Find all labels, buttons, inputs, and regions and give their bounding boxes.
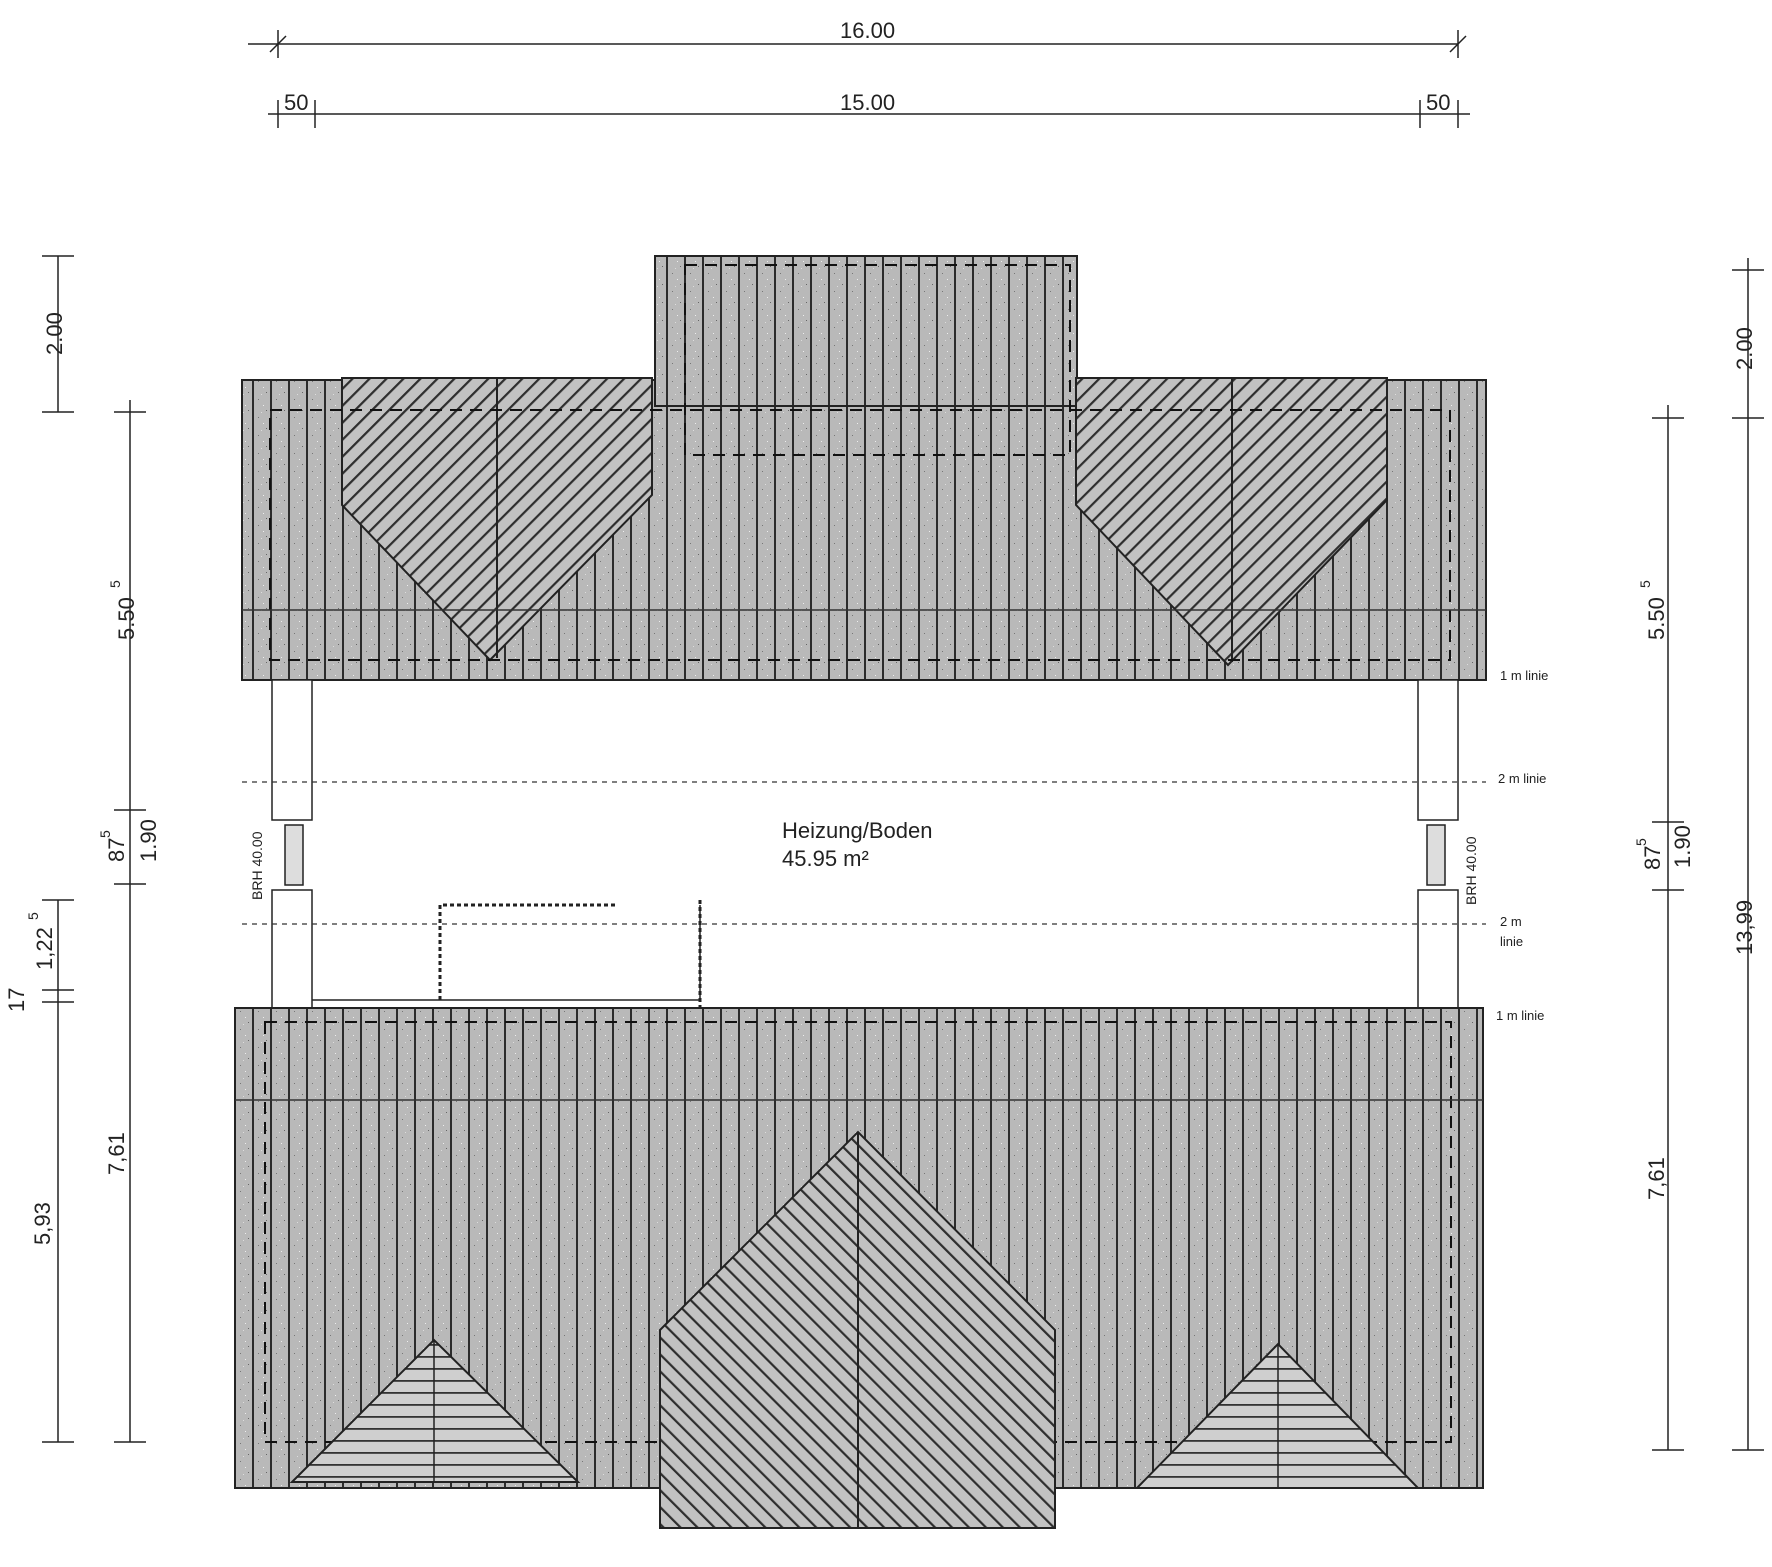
left-dim-17: 17 xyxy=(4,988,29,1012)
left-small-gable xyxy=(289,1338,581,1483)
left-dim-875-sup: 5 xyxy=(97,830,113,838)
room-name: Heizung/Boden xyxy=(782,818,932,843)
left-dimensions xyxy=(42,255,146,1443)
top-dimensions xyxy=(248,30,1470,128)
upper-1m-line-label: 1 m linie xyxy=(1500,668,1548,683)
lower-1m-line-label: 1 m linie xyxy=(1496,1008,1544,1023)
right-dim-761: 7,61 xyxy=(1644,1157,1669,1200)
lower-roof xyxy=(234,1007,1484,1529)
brh-right-label: BRH 40.00 xyxy=(1463,836,1479,905)
right-dim-5505-sup: 5 xyxy=(1637,580,1653,588)
left-dim-1225: 1,22 xyxy=(32,927,57,970)
room-area xyxy=(271,679,1459,1011)
right-dim-190: 1.90 xyxy=(1670,825,1695,868)
left-dim-593: 5,93 xyxy=(30,1202,55,1245)
left-dim-761: 7,61 xyxy=(104,1132,129,1175)
left-dim-190: 1.90 xyxy=(136,819,161,862)
overall-width-label: 16.00 xyxy=(840,18,895,43)
left-dim-5505-sup: 5 xyxy=(107,580,123,588)
left-dim-200: 2.00 xyxy=(42,312,67,355)
lower-2m-line-label-b: linie xyxy=(1500,934,1523,949)
left-overhang-label: 50 xyxy=(284,90,308,115)
right-dim-875-sup: 5 xyxy=(1633,838,1649,846)
upper-roof-center-projection xyxy=(654,255,1078,407)
brh-left-label: BRH 40.00 xyxy=(249,831,265,900)
right-dim-5505: 5.50 xyxy=(1644,597,1669,640)
left-dim-875: 87 xyxy=(104,838,129,862)
upper-2m-line-label: 2 m linie xyxy=(1498,771,1546,786)
height-lines xyxy=(242,781,1486,925)
left-dim-5505: 5.50 xyxy=(114,597,139,640)
right-dimensions xyxy=(1652,258,1764,1451)
lower-2m-line-label-a: 2 m xyxy=(1500,914,1522,929)
right-dim-1399: 13,99 xyxy=(1732,900,1757,955)
inner-width-label: 15.00 xyxy=(840,90,895,115)
right-dim-200: 2.00 xyxy=(1732,327,1757,370)
left-dim-1225-sup: 5 xyxy=(25,912,41,920)
upper-roof xyxy=(241,255,1487,681)
right-dim-875: 87 xyxy=(1640,846,1665,870)
right-overhang-label: 50 xyxy=(1426,90,1450,115)
room-area-value: 45.95 m² xyxy=(782,846,869,871)
